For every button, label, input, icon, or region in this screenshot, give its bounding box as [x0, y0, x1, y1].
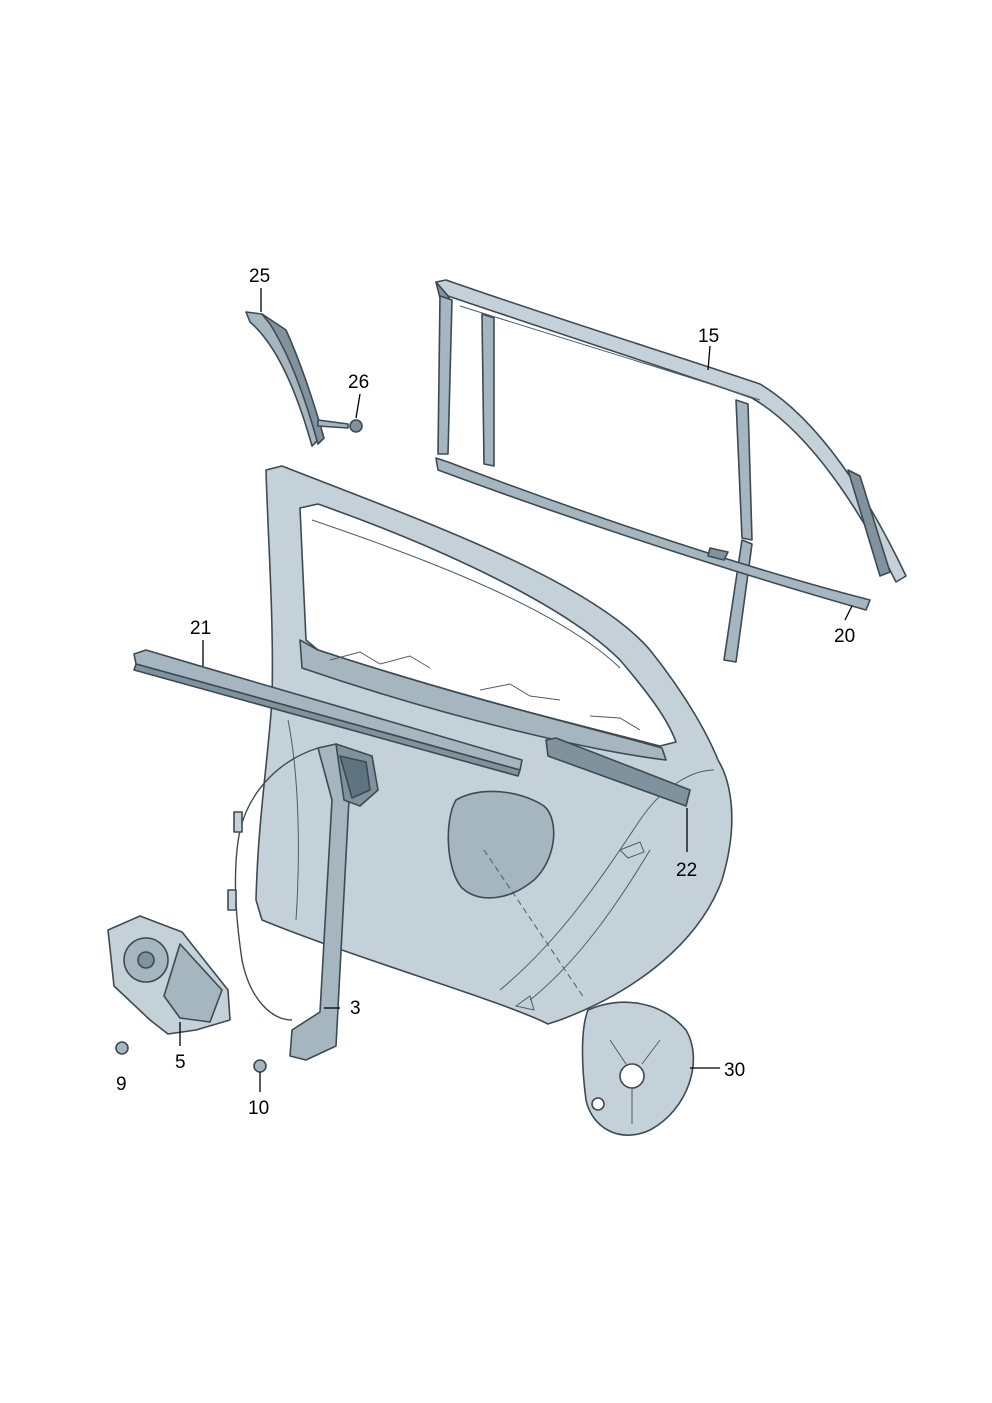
callout-3: 3	[350, 998, 361, 1019]
callout-26: 26	[348, 372, 369, 393]
callout-9: 9	[116, 1074, 127, 1095]
callout-22: 22	[676, 860, 697, 881]
outer-window-seal	[435, 457, 871, 611]
callout-10: 10	[248, 1098, 269, 1119]
callout-15: 15	[698, 326, 719, 347]
leader-lines	[179, 288, 853, 1092]
callout-21: 21	[190, 618, 211, 639]
regulator-motor	[107, 915, 231, 1035]
callout-labels: 25 26 15 20 21 22 3 5 9 10 30	[116, 266, 855, 1119]
nut-10	[253, 1059, 267, 1073]
hole-cover	[581, 1001, 695, 1136]
callout-30: 30	[724, 1060, 745, 1081]
callout-25: 25	[249, 266, 270, 287]
door-shell	[255, 465, 733, 1025]
window-regulator	[227, 743, 379, 1061]
callout-20: 20	[834, 626, 855, 647]
inner-shaft-strip	[133, 649, 523, 777]
pillar-trim	[245, 311, 325, 447]
seal-strip	[545, 737, 691, 807]
nut-9	[115, 1041, 129, 1055]
callout-5: 5	[175, 1052, 186, 1073]
screw-26	[317, 419, 363, 433]
